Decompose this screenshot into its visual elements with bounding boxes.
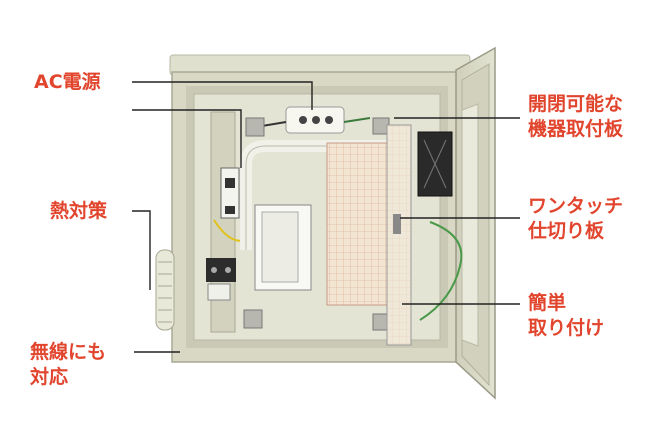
- vent-icon: [155, 249, 175, 331]
- openable-mounting-plate: [386, 124, 412, 346]
- label-heat-measures: 熱対策: [50, 199, 107, 224]
- device-module: [254, 204, 312, 291]
- label-heat-line1: 熱対策: [50, 200, 108, 222]
- mounting-brackets: [243, 117, 390, 331]
- enclosure-door: [455, 46, 496, 400]
- label-partition-line2: 仕切り板: [528, 220, 605, 242]
- terminal-block-icon: [206, 258, 236, 301]
- grid-mounting-board: [326, 142, 388, 306]
- label-partition-line1: ワンタッチ: [528, 195, 624, 217]
- label-ac-power-line1: AC電源: [34, 71, 101, 93]
- label-easy-mounting: 簡単 取り付け: [528, 291, 604, 341]
- label-openable-line1: 開閉可能な: [528, 93, 624, 115]
- label-openable-plate: 開閉可能な 機器取付板: [528, 92, 623, 142]
- label-wireless-line2: 対応: [30, 366, 69, 388]
- leader-lines: [132, 81, 520, 353]
- ground-wire: [419, 221, 463, 321]
- cooling-fan-icon: [417, 131, 453, 197]
- label-openable-line2: 機器取付板: [528, 118, 624, 140]
- label-wireless-line1: 無線にも: [30, 341, 107, 363]
- power-outlet-icon: [261, 106, 371, 134]
- label-wireless-support: 無線にも 対応: [30, 340, 106, 390]
- label-one-touch-partition: ワンタッチ 仕切り板: [528, 194, 623, 244]
- label-easy-line1: 簡単: [528, 292, 567, 314]
- label-easy-line2: 取り付け: [528, 317, 605, 339]
- label-ac-power: AC電源: [34, 70, 101, 95]
- cable-duct: [240, 140, 388, 250]
